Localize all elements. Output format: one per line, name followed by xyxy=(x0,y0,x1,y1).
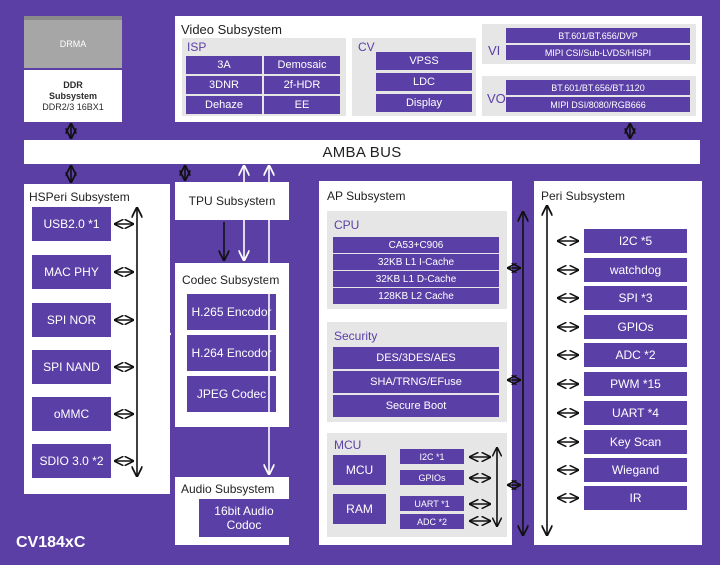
peri-block-spi: SPI *3 xyxy=(584,286,687,310)
audio-block-codec: 16bit Audio Codoc xyxy=(199,499,289,537)
chip-name: CV184xC xyxy=(16,534,86,551)
security-block-efuse: SHA/TRNG/EFuse xyxy=(333,371,499,393)
mcu-io-adc: ADC *2 xyxy=(400,514,464,529)
amba-bus: AMBA BUS xyxy=(24,140,700,164)
audio-block-line-2: Codoc xyxy=(226,518,262,532)
audio-title: Audio Subsystem xyxy=(181,482,275,496)
isp-block-3a: 3A xyxy=(186,56,262,74)
hsperi-block-sdio: SDIO 3.0 *2 xyxy=(32,444,111,478)
peri-block-pwm: PWM *15 xyxy=(584,372,687,396)
cpu-block-l1-dcache: 32KB L1 D-Cache xyxy=(333,271,499,287)
ddr-spec: DDR2/3 16BX1 xyxy=(42,101,104,112)
isp-block-2f-hdr: 2f-HDR xyxy=(264,76,340,94)
mcu-io-i2c: I2C *1 xyxy=(400,449,464,464)
peri-block-gpios: GPIOs xyxy=(584,315,687,339)
codec-block-h265: H.265 Encodor xyxy=(187,294,276,330)
mcu-io-uart: UART *1 xyxy=(400,496,464,511)
cpu-label: CPU xyxy=(334,218,360,232)
peri-block-wiegand: Wiegand xyxy=(584,458,687,482)
ap-title: AP Subsystem xyxy=(327,189,406,203)
vi-block-bt601-dvp: BT.601/BT.656/DVP xyxy=(506,28,690,43)
peri-block-ir: IR xyxy=(584,486,687,510)
hsperi-block-spi-nand: SPI NAND xyxy=(32,350,111,384)
hsperi-block-spi-nor: SPI NOR xyxy=(32,303,111,337)
isp-block-ee: EE xyxy=(264,96,340,114)
dram-block: DRMA xyxy=(24,16,122,68)
security-label: Security xyxy=(334,329,378,343)
isp-block-dehaze: Dehaze xyxy=(186,96,262,114)
peri-block-watchdog: watchdog xyxy=(584,258,687,282)
hsperi-block-usb: USB2.0 *1 xyxy=(32,207,111,241)
isp-label: ISP xyxy=(187,40,207,54)
cv-block-vpss: VPSS xyxy=(376,52,472,70)
isp-block-demosaic: Demosaic xyxy=(264,56,340,74)
cpu-block-l1-icache: 32KB L1 I-Cache xyxy=(333,254,499,270)
vo-block-mipi-dsi: MIPI DSI/8080/RGB666 xyxy=(506,97,690,112)
mcu-block-core: MCU xyxy=(333,455,386,485)
cv-label: CV xyxy=(358,40,375,54)
mcu-label: MCU xyxy=(334,438,362,452)
mcu-block-ram: RAM xyxy=(333,494,386,524)
ddr-title: DDR xyxy=(63,79,83,90)
vi-block-mipi-csi: MIPI CSI/Sub-LVDS/HISPI xyxy=(506,45,690,60)
cv-block-display: Display xyxy=(376,94,472,112)
cpu-block-cores: CA53+C906 xyxy=(333,237,499,253)
peri-block-key-scan: Key Scan xyxy=(584,430,687,454)
peri-block-i2c: I2C *5 xyxy=(584,229,687,253)
isp-block-3dnr: 3DNR xyxy=(186,76,262,94)
vo-block-bt1120: BT.601/BT.656/BT.1120 xyxy=(506,80,690,95)
hsperi-block-mac-phy: MAC PHY xyxy=(32,255,111,289)
vo-label: VO xyxy=(487,91,506,106)
peri-title: Peri Subsystem xyxy=(541,189,626,203)
codec-block-h264: H.264 Encodor xyxy=(187,335,276,371)
ddr-title-2: Subsystem xyxy=(48,90,98,101)
audio-block-line-1: 16bit Audio xyxy=(214,504,274,518)
security-block-aes: DES/3DES/AES xyxy=(333,347,499,369)
mcu-io-gpios: GPIOs xyxy=(400,470,464,485)
hsperi-block-emmc: oMMC xyxy=(32,397,111,431)
video-subsystem-title: Video Subsystem xyxy=(181,22,282,37)
ddr-subsystem: DDR Subsystem DDR2/3 16BX1 xyxy=(24,70,122,122)
peri-block-uart: UART *4 xyxy=(584,401,687,425)
vi-label: VI xyxy=(488,43,501,58)
security-block-secure-boot: Secure Boot xyxy=(333,395,499,417)
tpu-title: TPU Subsystem xyxy=(188,194,276,208)
codec-title: Codec Subsystem xyxy=(182,273,280,287)
cv-block-ldc: LDC xyxy=(376,73,472,91)
peri-block-adc: ADC *2 xyxy=(584,343,687,367)
amba-bus-label: AMBA BUS xyxy=(322,143,402,161)
hsperi-title: HSPeri Subsystem xyxy=(29,190,130,204)
cpu-block-l2-cache: 128KB L2 Cache xyxy=(333,288,499,304)
codec-block-jpeg: JPEG Codec xyxy=(187,376,276,412)
dram-label: DRMA xyxy=(59,39,87,49)
